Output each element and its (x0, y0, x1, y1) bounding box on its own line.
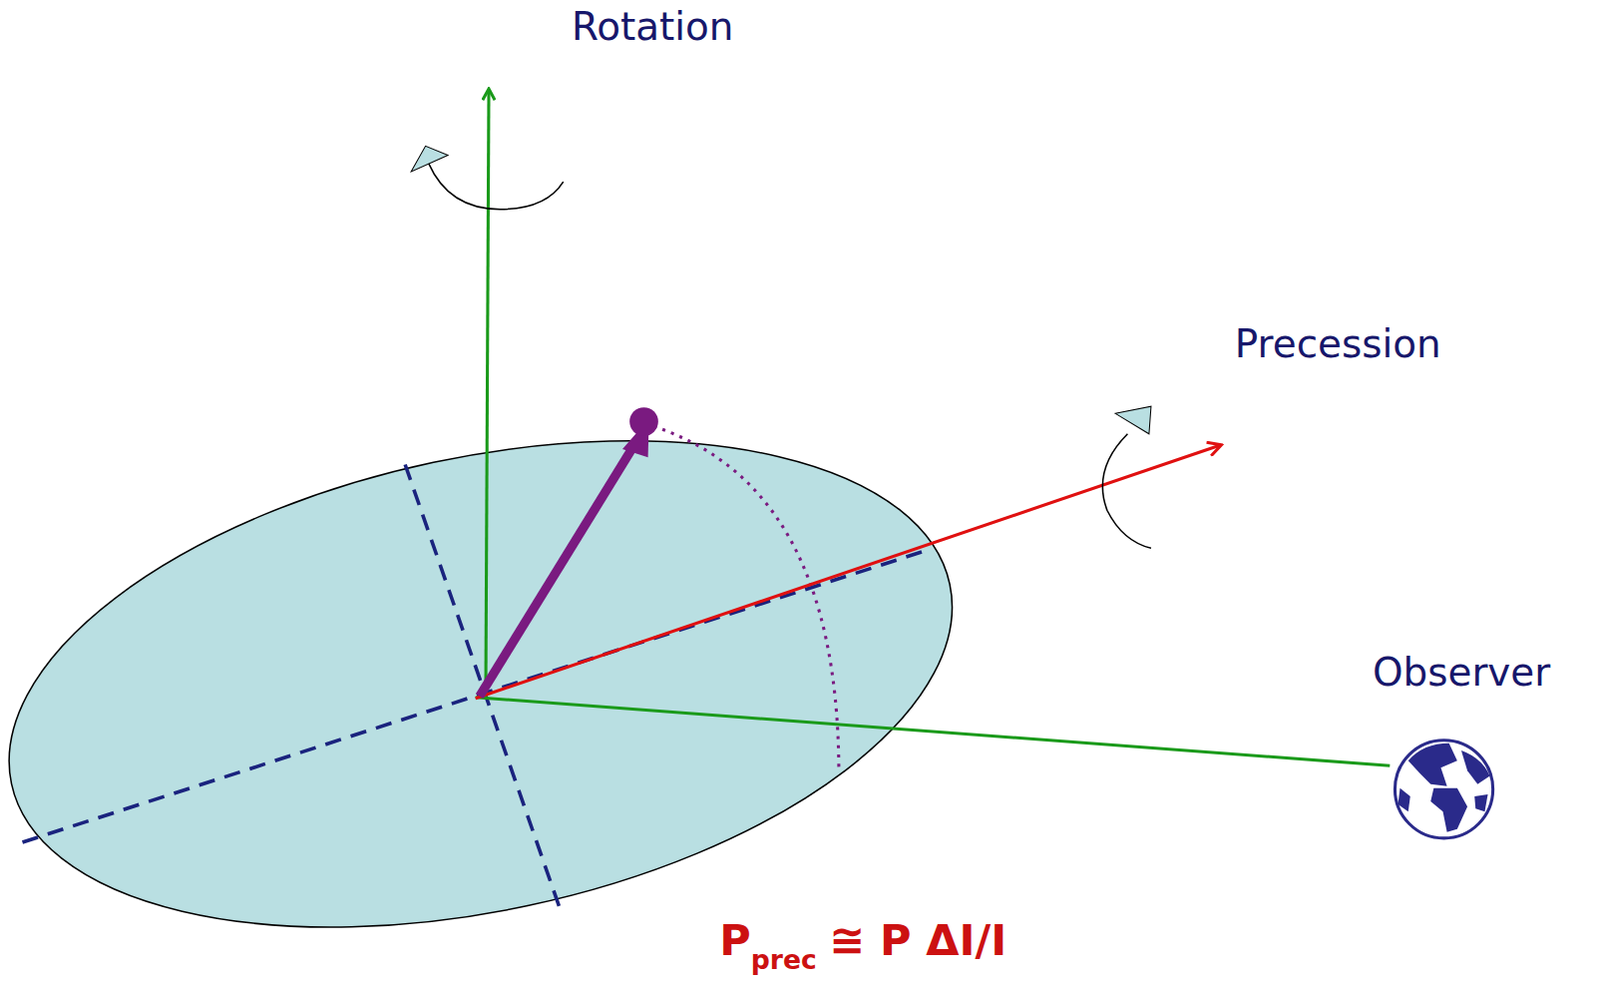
formula-text: P (719, 916, 752, 964)
principal-axis (22, 550, 924, 842)
line-of-sight (475, 697, 1391, 767)
vector-tip (629, 406, 659, 436)
axis-label: Precession (1234, 323, 1442, 367)
formula-subscript: prec (751, 944, 817, 974)
formula-text: ≅ P ΔI/I (828, 916, 1007, 964)
axis-label: Rotation (571, 5, 735, 49)
precession-axis (475, 444, 1221, 699)
rotation-arc (428, 163, 564, 210)
precession-arc (1102, 433, 1152, 549)
precession-arrowhead (1115, 405, 1152, 434)
angular-momentum-vector (479, 440, 638, 697)
earth-icon (1394, 740, 1493, 838)
rotation-axis (485, 89, 489, 699)
precession-formula: Pprec≅ P ΔI/I (719, 916, 1007, 964)
rotating-body (0, 362, 997, 987)
rotation-arrowhead (410, 145, 448, 172)
observer-label: Observer (1372, 652, 1551, 696)
